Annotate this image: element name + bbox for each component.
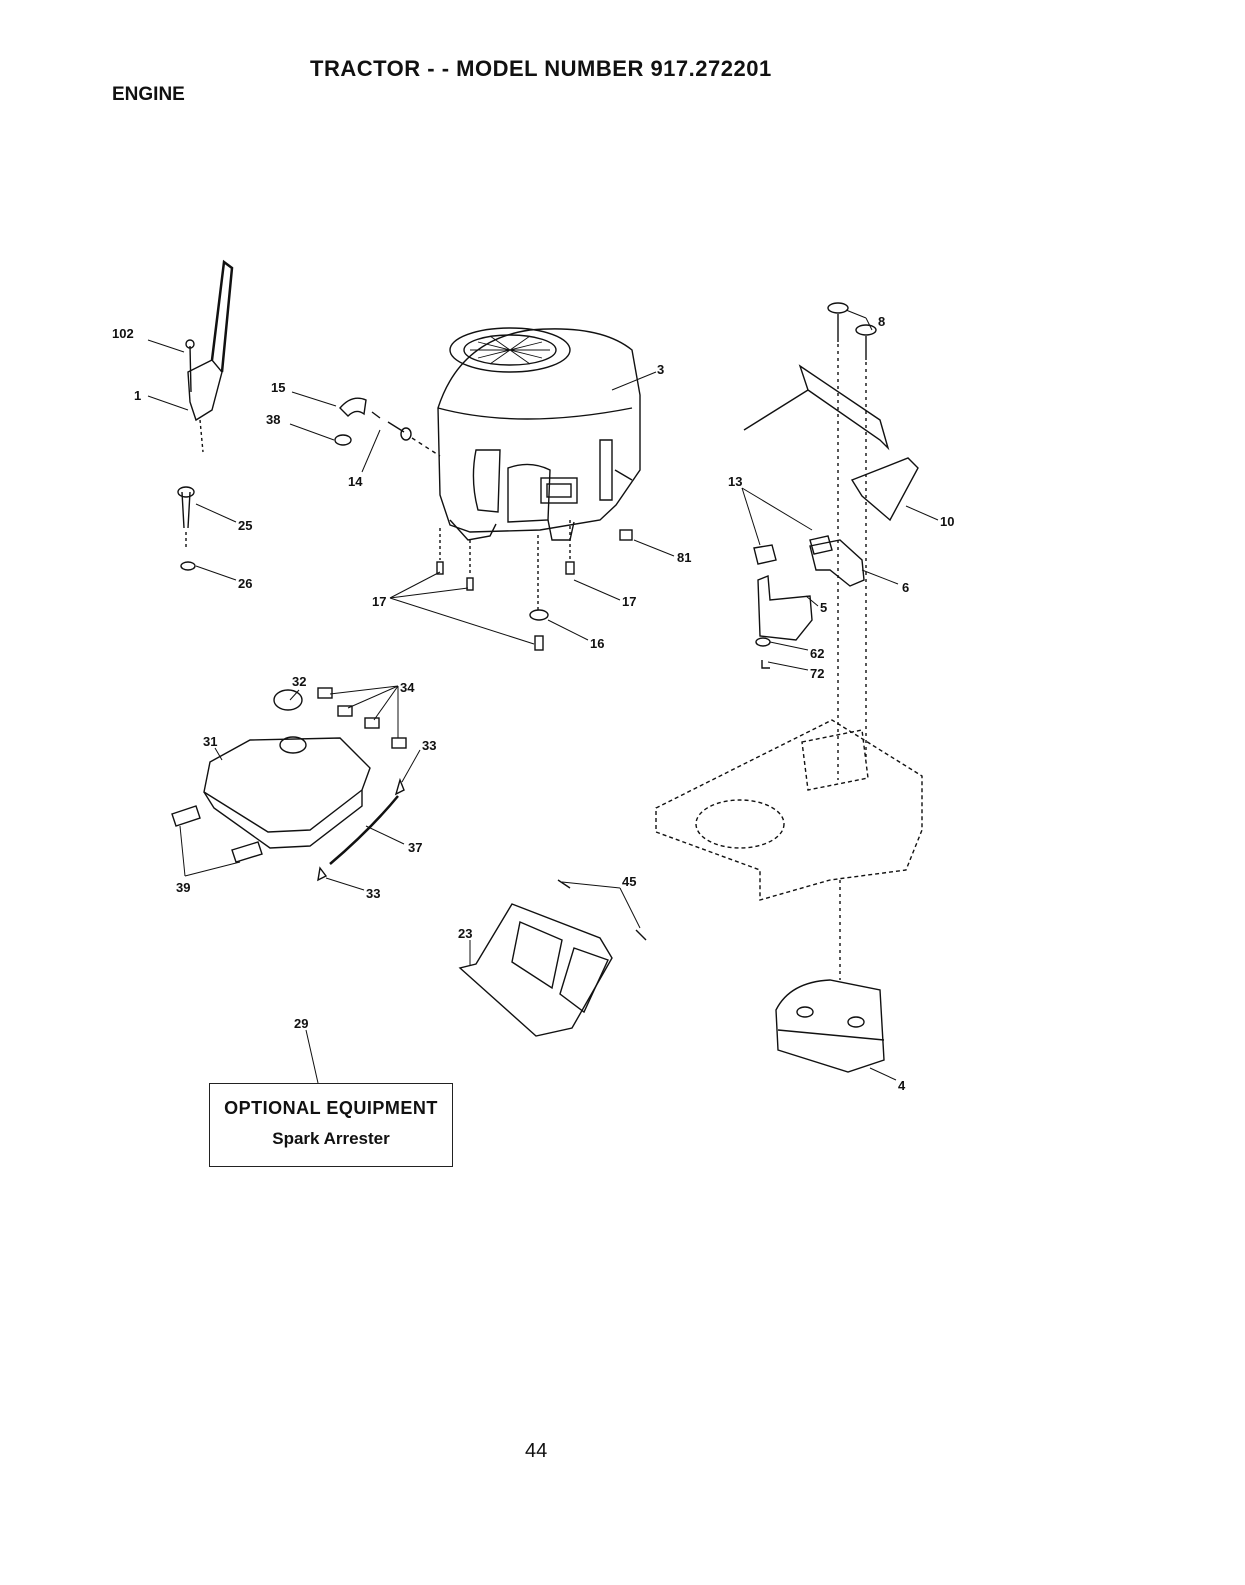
throttle-control-part [186, 262, 232, 452]
page-number: 44 [525, 1440, 547, 1463]
optional-equipment-item: Spark Arrester [210, 1129, 452, 1149]
engine-part [438, 328, 640, 540]
callout-label: 45 [622, 874, 636, 889]
callout-label: 25 [238, 518, 252, 533]
callout-label: 13 [728, 474, 742, 489]
spark-arrester-part [172, 688, 406, 880]
callout-label: 5 [820, 600, 827, 615]
callout-label: 3 [657, 362, 664, 377]
callout-label: 33 [422, 738, 436, 753]
callout-label: 62 [810, 646, 824, 661]
deflector-part [460, 880, 646, 1036]
callout-label: 14 [348, 474, 363, 489]
callout-label: 26 [238, 576, 252, 591]
callout-label: 10 [940, 514, 954, 529]
callout-label: 23 [458, 926, 472, 941]
callout-label: 38 [266, 412, 280, 427]
callout-label: 15 [271, 380, 285, 395]
callout-label: 34 [400, 680, 415, 695]
callout-label: 1 [134, 388, 141, 403]
callout-label: 8 [878, 314, 885, 329]
callout-label: 16 [590, 636, 604, 651]
callout-label: 33 [366, 886, 380, 901]
muffler-part [776, 880, 884, 1072]
exhaust-pipe-part [754, 536, 864, 668]
callout-label: 81 [677, 550, 691, 565]
callout-label: 31 [203, 734, 217, 749]
callout-label: 32 [292, 674, 306, 689]
callout-label: 17 [372, 594, 386, 609]
callout-label: 102 [112, 326, 134, 341]
bolt-washer-part [178, 487, 195, 570]
frame-plate-part [656, 720, 922, 900]
callout-label: 37 [408, 840, 422, 855]
plug-part [620, 530, 632, 540]
callout-label: 29 [294, 1016, 308, 1031]
callout-label: 17 [622, 594, 636, 609]
callout-label: 4 [898, 1078, 906, 1093]
optional-equipment-box: OPTIONAL EQUIPMENT Spark Arrester [209, 1083, 453, 1167]
optional-equipment-title: OPTIONAL EQUIPMENT [210, 1098, 452, 1119]
callout-label: 72 [810, 666, 824, 681]
callout-label: 6 [902, 580, 909, 595]
fuel-fitting-part [335, 398, 440, 456]
callout-label: 39 [176, 880, 190, 895]
